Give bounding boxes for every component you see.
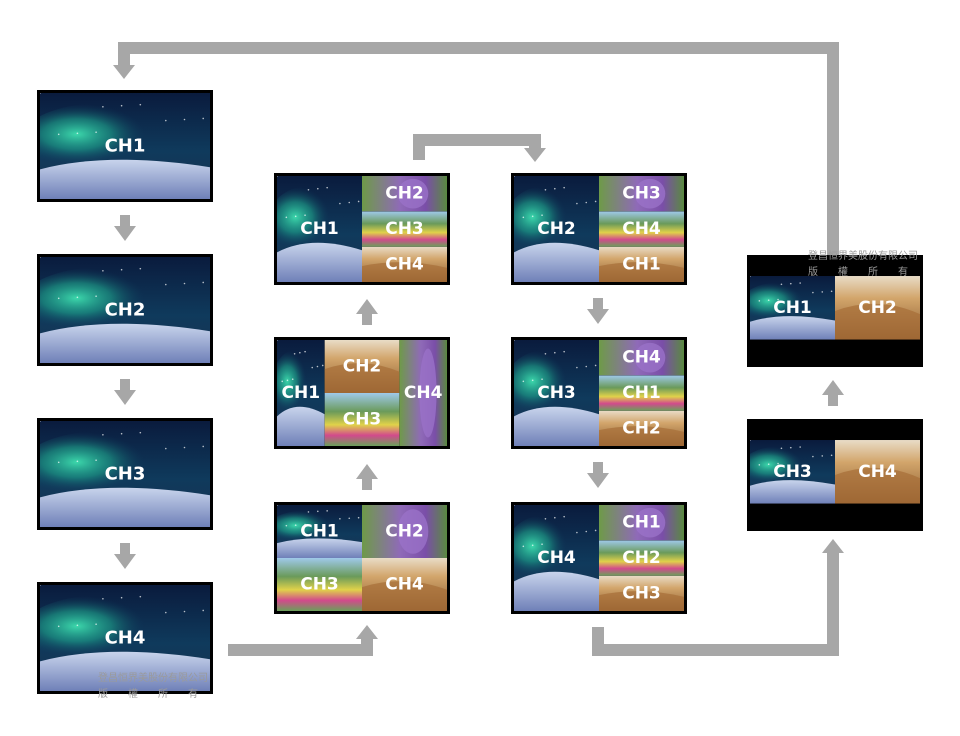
label-ch4: CH4 <box>622 219 661 239</box>
arrow-main3-to-main4 <box>587 462 609 488</box>
arrow-return-top <box>113 42 839 255</box>
watermark-line1-right: 登昌恒界美股份有限公司 <box>808 249 918 262</box>
label-ch1: CH1 <box>105 136 146 157</box>
screen-single-ch3: CH3 <box>37 418 213 530</box>
arrow-split-to-main1 <box>356 299 378 325</box>
label-ch2: CH2 <box>537 219 576 239</box>
arrow-ch3-to-ch4 <box>114 543 136 569</box>
label-ch1: CH1 <box>622 383 661 403</box>
screen-single-ch4: CH4 <box>37 582 213 694</box>
label-ch2: CH2 <box>622 418 661 438</box>
label-ch4: CH4 <box>385 254 424 274</box>
label-ch4: CH4 <box>385 575 424 595</box>
label-ch2: CH2 <box>385 184 424 204</box>
label-ch4: CH4 <box>404 383 443 403</box>
label-ch4: CH4 <box>622 348 661 368</box>
label-ch3: CH3 <box>343 410 382 430</box>
flow-arrows <box>113 42 844 656</box>
arrow-ch4-to-quad <box>228 625 378 656</box>
label-ch2: CH2 <box>858 298 897 318</box>
label-ch2: CH2 <box>105 300 146 321</box>
label-ch2: CH2 <box>385 522 424 542</box>
label-ch4: CH4 <box>537 548 576 568</box>
label-ch3: CH3 <box>105 464 146 485</box>
watermark-line1-left: 登昌恒界美股份有限公司 <box>98 671 208 684</box>
label-ch3: CH3 <box>300 575 339 595</box>
label-ch3: CH3 <box>622 184 661 204</box>
screen-single-ch1: CH1 <box>37 90 213 202</box>
label-ch2: CH2 <box>622 548 661 568</box>
watermark-line2-right: 版 權 所 有 <box>808 265 908 278</box>
screen-dual-ch3-ch4: CH3 CH4 <box>747 419 923 531</box>
arrow-main1-to-main2 <box>413 134 546 162</box>
label-ch4: CH4 <box>105 628 146 649</box>
label-ch1: CH1 <box>622 513 661 533</box>
arrow-main2-to-main3 <box>587 298 609 324</box>
label-ch4: CH4 <box>858 462 897 482</box>
screen-dual-ch1-ch2: CH1 CH2 <box>747 255 923 367</box>
label-ch1: CH1 <box>282 383 321 403</box>
label-ch1: CH1 <box>622 254 661 274</box>
label-ch1: CH1 <box>300 522 339 542</box>
label-ch1: CH1 <box>773 298 812 318</box>
label-ch3: CH3 <box>622 583 661 603</box>
label-ch3: CH3 <box>773 462 812 482</box>
arrow-main4-to-dual <box>592 539 844 656</box>
label-ch3: CH3 <box>385 219 424 239</box>
arrow-quad-to-split <box>356 464 378 490</box>
label-ch3: CH3 <box>537 383 576 403</box>
arrow-ch1-to-ch2 <box>114 215 136 241</box>
watermark-line2-left: 版 權 所 有 <box>98 687 198 700</box>
arrow-dual-to-dual <box>822 380 844 406</box>
label-ch1: CH1 <box>300 219 339 239</box>
arrow-ch2-to-ch3 <box>114 379 136 405</box>
label-ch2: CH2 <box>343 357 382 377</box>
screen-single-ch2: CH2 <box>37 254 213 366</box>
